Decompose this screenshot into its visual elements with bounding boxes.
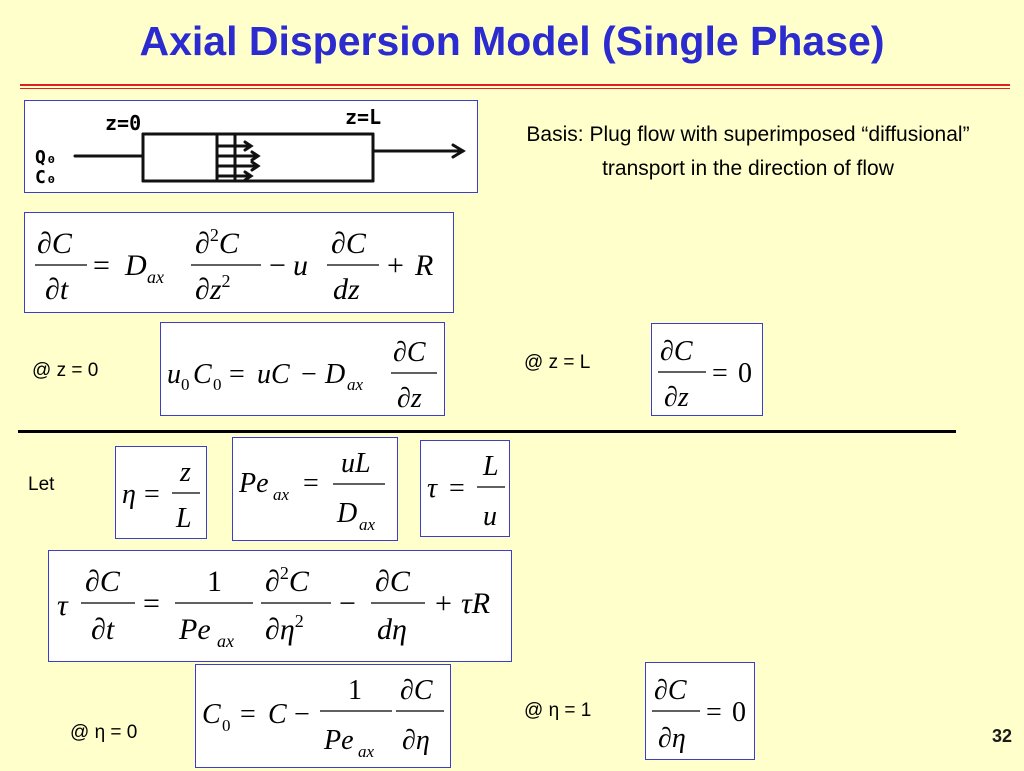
svg-text:ax: ax [359,515,376,534]
equation-main-pde: ∂C ∂t = D ax ∂2C ∂z2 − u ∂C dz + R [24,212,454,313]
svg-text:ax: ax [273,485,290,504]
svg-text:uL: uL [341,448,371,479]
equation-bc2-outlet: ∂C ∂η = 0 [645,662,755,760]
svg-text:∂C: ∂C [375,565,411,598]
equation-bc2-inlet: C 0 = C − 1 Pe ax ∂C ∂η [195,664,451,768]
svg-text:∂η: ∂η [658,723,686,754]
svg-text:0: 0 [738,358,752,389]
svg-text:ax: ax [347,375,364,394]
svg-text:1: 1 [348,675,362,706]
svg-text:=: = [144,479,160,510]
svg-text:dη: dη [377,613,407,646]
svg-text:L: L [175,503,192,534]
bc-left-label: @ z = 0 [32,360,99,381]
svg-text:∂C: ∂C [37,227,73,260]
svg-text:∂C: ∂C [393,337,426,368]
sketch-label-z0: z=0 [105,111,142,135]
bc2-left-label: @ η = 0 [70,722,138,743]
svg-text:D: D [336,498,357,529]
svg-text:0: 0 [213,375,222,394]
svg-text:∂2C: ∂2C [265,563,310,598]
svg-text:=: = [449,473,465,504]
svg-text:=: = [240,699,256,730]
svg-text:−: − [301,359,317,390]
equation-dimensionless-pde: τ ∂C ∂t = 1 Pe ax ∂2C ∂η2 − ∂C dη + τR [48,550,512,662]
svg-text:u: u [167,359,181,390]
svg-text:dz: dz [333,273,360,306]
svg-text:∂z: ∂z [397,383,422,414]
svg-text:C: C [202,699,221,730]
sketch-label-Q0: Q₀ [35,147,57,168]
svg-text:∂C: ∂C [400,675,433,706]
equation-bc-outlet: ∂C ∂z = 0 [651,323,763,416]
svg-text:R: R [414,249,433,282]
svg-text:C: C [193,359,212,390]
svg-text:−: − [269,249,286,282]
svg-text:+: + [387,249,404,282]
svg-text:D: D [324,359,345,390]
equation-bc-inlet: u 0 C 0 = uC − D ax ∂C ∂z [160,322,445,416]
svg-text:=: = [93,249,110,282]
svg-text:∂t: ∂t [91,613,115,646]
bc-right-label: @ z = L [524,352,591,373]
svg-text:C: C [268,699,287,730]
svg-text:z: z [179,457,191,488]
definition-peclet: Pe ax = uL D ax [232,437,398,541]
sketch-label-zL: z=L [345,105,382,129]
let-label: Let [28,474,55,495]
svg-text:ax: ax [147,267,164,287]
svg-text:Pe: Pe [323,725,354,756]
svg-text:−: − [339,587,356,620]
sketch-label-C0: C₀ [35,167,57,188]
svg-text:0: 0 [181,375,190,394]
svg-text:∂z: ∂z [664,382,689,413]
svg-text:uC: uC [257,359,290,390]
svg-text:u: u [483,501,497,532]
svg-text:ax: ax [217,631,234,651]
svg-text:=: = [706,697,722,728]
svg-text:Pe: Pe [238,468,269,499]
svg-text:0: 0 [732,697,746,728]
svg-text:=: = [712,358,728,389]
svg-text:1: 1 [207,565,222,598]
section-divider [18,430,956,433]
svg-text:∂C: ∂C [85,565,121,598]
svg-text:=: = [143,587,160,620]
svg-text:u: u [293,249,308,282]
svg-text:=: = [303,468,319,499]
definition-tau: τ = L u [420,440,510,537]
page-number: 32 [991,726,1012,746]
bc2-right-label: @ η = 1 [524,700,592,721]
basis-text: Basis: Plug flow with superimposed “diff… [526,123,970,180]
svg-text:=: = [229,359,245,390]
svg-text:0: 0 [222,716,231,735]
title-underline-thin [20,88,1010,89]
svg-text:Pe: Pe [178,613,211,646]
svg-text:∂C: ∂C [660,336,693,367]
svg-text:ax: ax [358,742,375,761]
reactor-sketch: z=0 z=L Q₀ C₀ [24,100,478,193]
svg-text:−: − [294,699,310,730]
svg-text:∂C: ∂C [654,675,687,706]
title-underline [20,84,1010,86]
svg-text:+: + [435,587,452,620]
svg-text:∂t: ∂t [45,273,69,306]
svg-text:∂η: ∂η [402,725,430,756]
svg-text:L: L [482,451,499,482]
page-title: Axial Dispersion Model (Single Phase) [139,18,885,64]
svg-text:D: D [124,249,147,282]
svg-text:∂2C: ∂2C [195,225,240,260]
svg-text:∂C: ∂C [331,227,367,260]
svg-text:τ: τ [427,473,438,504]
svg-text:∂η2: ∂η2 [265,611,304,646]
svg-text:τ: τ [57,589,69,622]
svg-text:τR: τR [461,587,490,620]
svg-text:η: η [122,479,136,510]
svg-text:∂z2: ∂z2 [195,271,231,306]
definition-eta: η = z L [115,446,207,539]
